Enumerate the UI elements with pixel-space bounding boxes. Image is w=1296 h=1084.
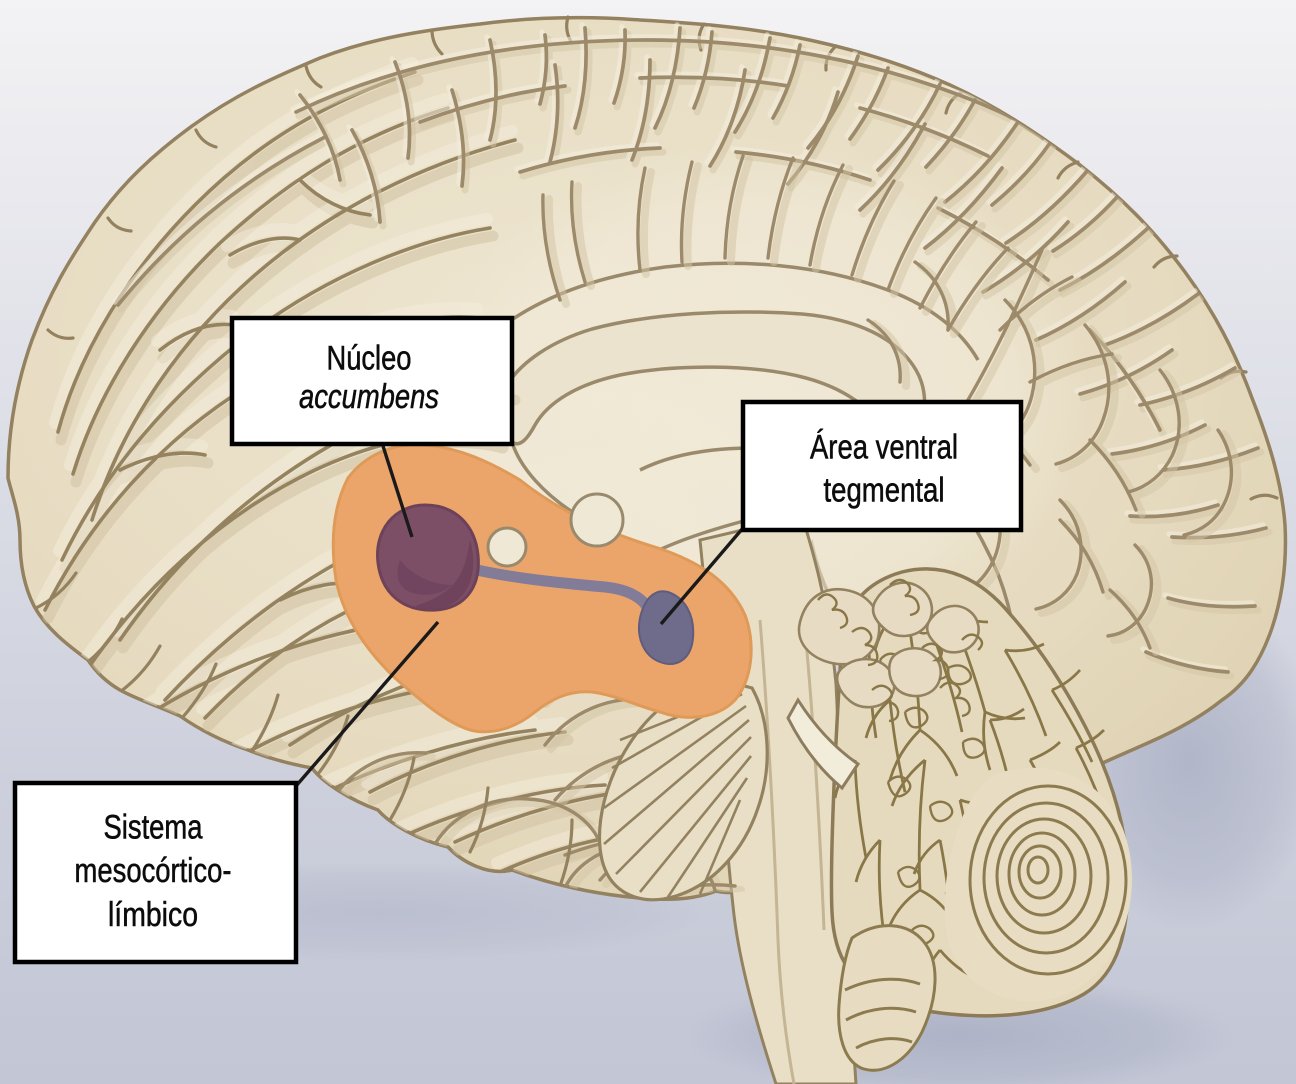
svg-text:Núcleo: Núcleo: [327, 340, 412, 378]
svg-text:tegmental: tegmental: [824, 472, 945, 510]
svg-text:accumbens: accumbens: [299, 378, 439, 416]
svg-text:Área ventral: Área ventral: [810, 429, 958, 467]
svg-text:límbico: límbico: [108, 896, 198, 934]
svg-text:mesocórtico-: mesocórtico-: [75, 852, 232, 890]
svg-text:Sistema: Sistema: [104, 809, 203, 847]
